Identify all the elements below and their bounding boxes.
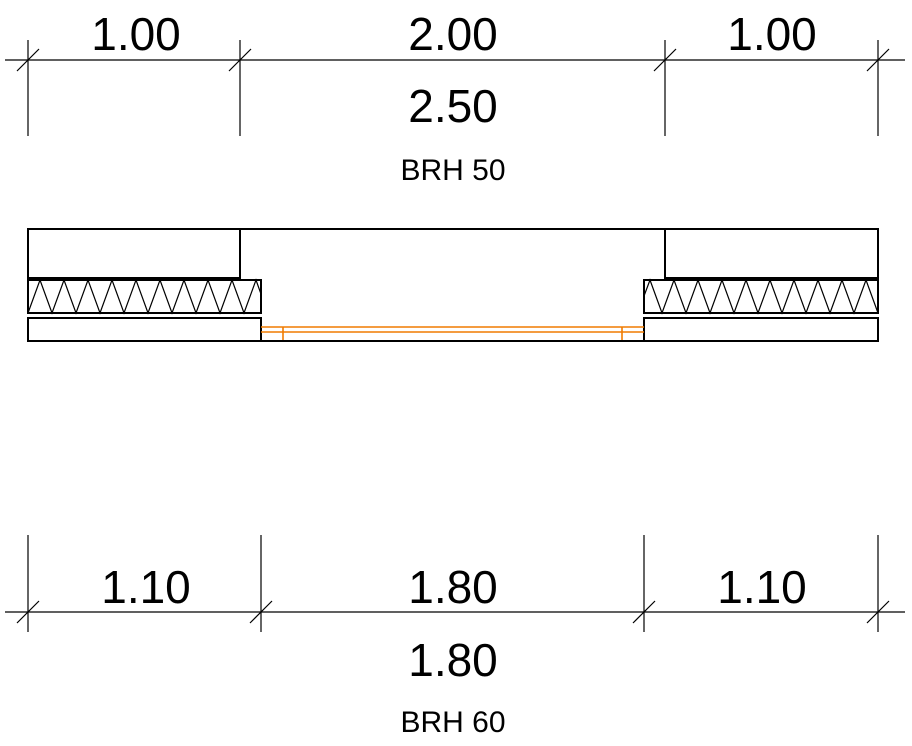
top-tick-1 <box>16 48 40 72</box>
window-frame <box>261 326 644 341</box>
top-dimension-chain: 1.00 2.00 1.00 2.50 BRH 50 <box>5 8 905 187</box>
bottom-tick-4 <box>866 600 890 624</box>
bottom-tick-3 <box>632 600 656 624</box>
bottom-opening-height: 1.80 <box>408 634 498 686</box>
wall-section <box>27 228 879 342</box>
top-segment-right: 1.00 <box>727 8 817 60</box>
bottom-segment-left: 1.10 <box>101 561 191 613</box>
bottom-tick-2 <box>249 600 273 624</box>
bottom-tick-1 <box>16 600 40 624</box>
bottom-segment-middle: 1.80 <box>408 561 498 613</box>
insulation-left <box>27 278 262 315</box>
bottom-dimension-chain: 1.10 1.80 1.10 1.80 BRH 60 <box>5 535 905 739</box>
top-tick-2 <box>228 48 252 72</box>
outer-leaf-right <box>664 228 879 279</box>
top-tick-4 <box>866 48 890 72</box>
top-opening-height: 2.50 <box>408 80 498 132</box>
insulation-right <box>643 278 879 315</box>
outer-leaf-left <box>27 228 241 279</box>
inner-leaf-right <box>643 317 879 342</box>
bottom-segment-right: 1.10 <box>717 561 807 613</box>
inner-leaf-left <box>27 317 262 342</box>
top-tick-3 <box>653 48 677 72</box>
bottom-sill-label: BRH 60 <box>400 706 505 739</box>
top-segment-left: 1.00 <box>91 8 181 60</box>
top-segment-middle: 2.00 <box>408 8 498 60</box>
top-sill-label: BRH 50 <box>400 154 505 187</box>
